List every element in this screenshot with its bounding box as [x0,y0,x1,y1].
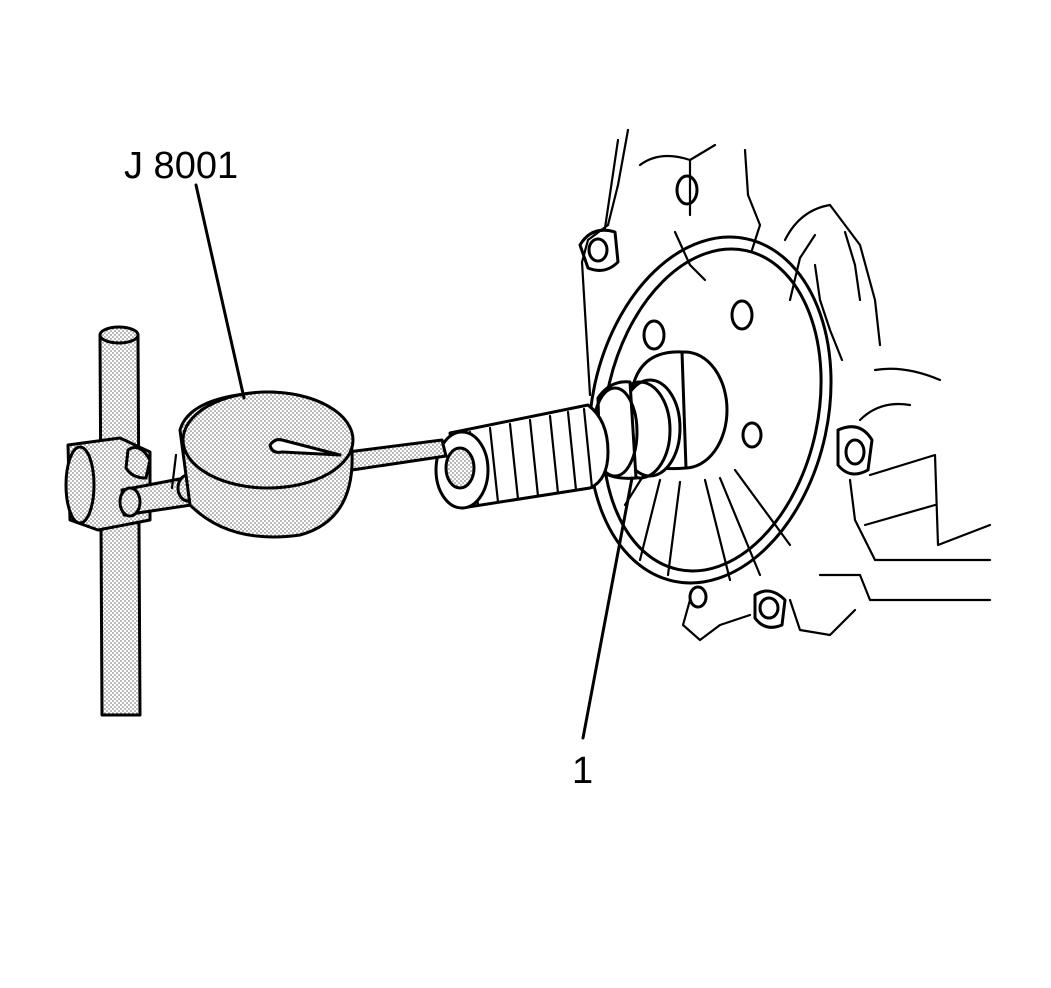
extension-housing-flange [587,235,833,585]
label-tool: J 8001 [124,145,238,187]
leader-tool [194,183,246,400]
leader-component-1 [581,476,634,740]
indicator-stand [64,325,200,717]
output-shaft [434,403,610,510]
label-callout-1: 1 [572,750,593,792]
output-hub [591,350,729,480]
leader-lines [194,183,634,740]
indicator-plunger [346,438,448,472]
engine-case [578,128,992,642]
dial-indicator [170,390,355,539]
